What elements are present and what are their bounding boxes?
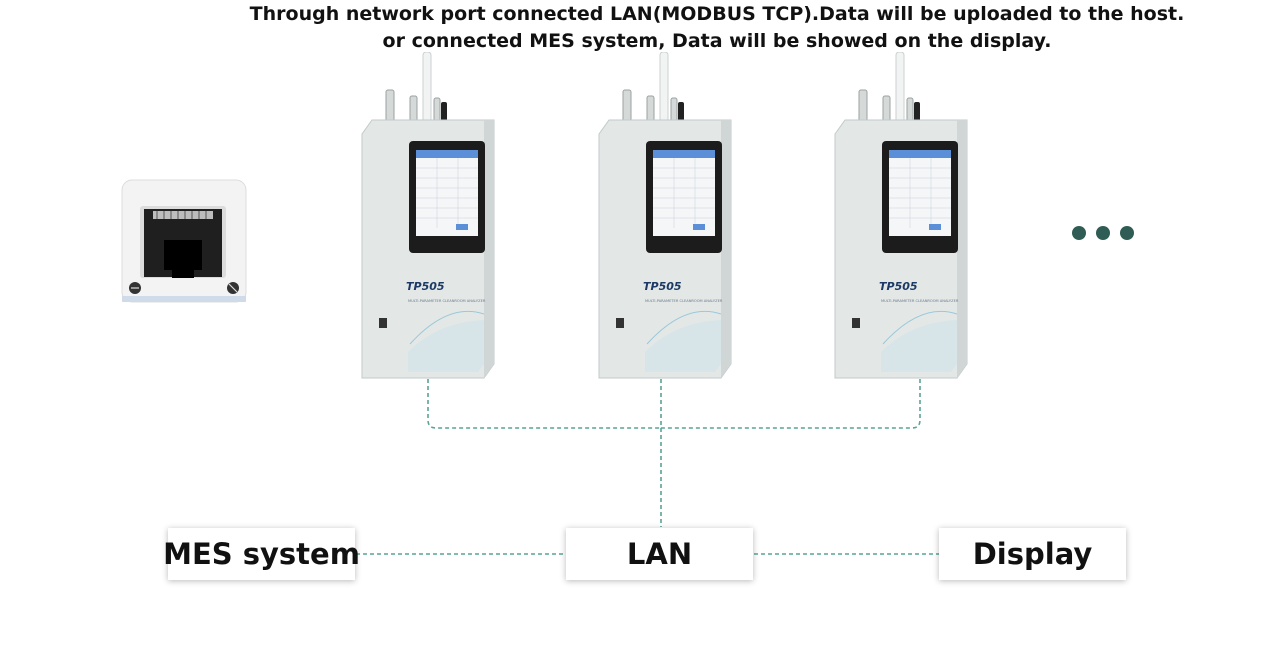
device-model: TP505 [879, 280, 918, 293]
dot [1072, 226, 1086, 240]
node-display: Display [939, 528, 1126, 580]
device-model: TP505 [643, 280, 682, 293]
device-subtitle: MULTI-PARAMETER CLEANROOM ANALYZER [645, 299, 723, 303]
rj45-port-icon [121, 179, 247, 303]
caption-line-2: or connected MES system, Data will be sh… [382, 30, 1052, 52]
device-subtitle: MULTI-PARAMETER CLEANROOM ANALYZER [881, 299, 959, 303]
node-lan: LAN [566, 528, 753, 580]
node-mes-system: MES system [163, 528, 360, 580]
device-subtitle: MULTI-PARAMETER CLEANROOM ANALYZER [408, 299, 486, 303]
dot [1096, 226, 1110, 240]
device-model: TP505 [406, 280, 445, 293]
more-dots-icon [1072, 226, 1134, 240]
analyzer-device-3: TP505 MULTI-PARAMETER CLEANROOM ANALYZER [834, 52, 968, 379]
analyzer-device-2: TP505 MULTI-PARAMETER CLEANROOM ANALYZER [598, 52, 732, 379]
caption-line-1: Through network port connected LAN(MODBU… [249, 3, 1185, 25]
analyzer-device-1: TP505 MULTI-PARAMETER CLEANROOM ANALYZER [361, 52, 495, 379]
dot [1120, 226, 1134, 240]
